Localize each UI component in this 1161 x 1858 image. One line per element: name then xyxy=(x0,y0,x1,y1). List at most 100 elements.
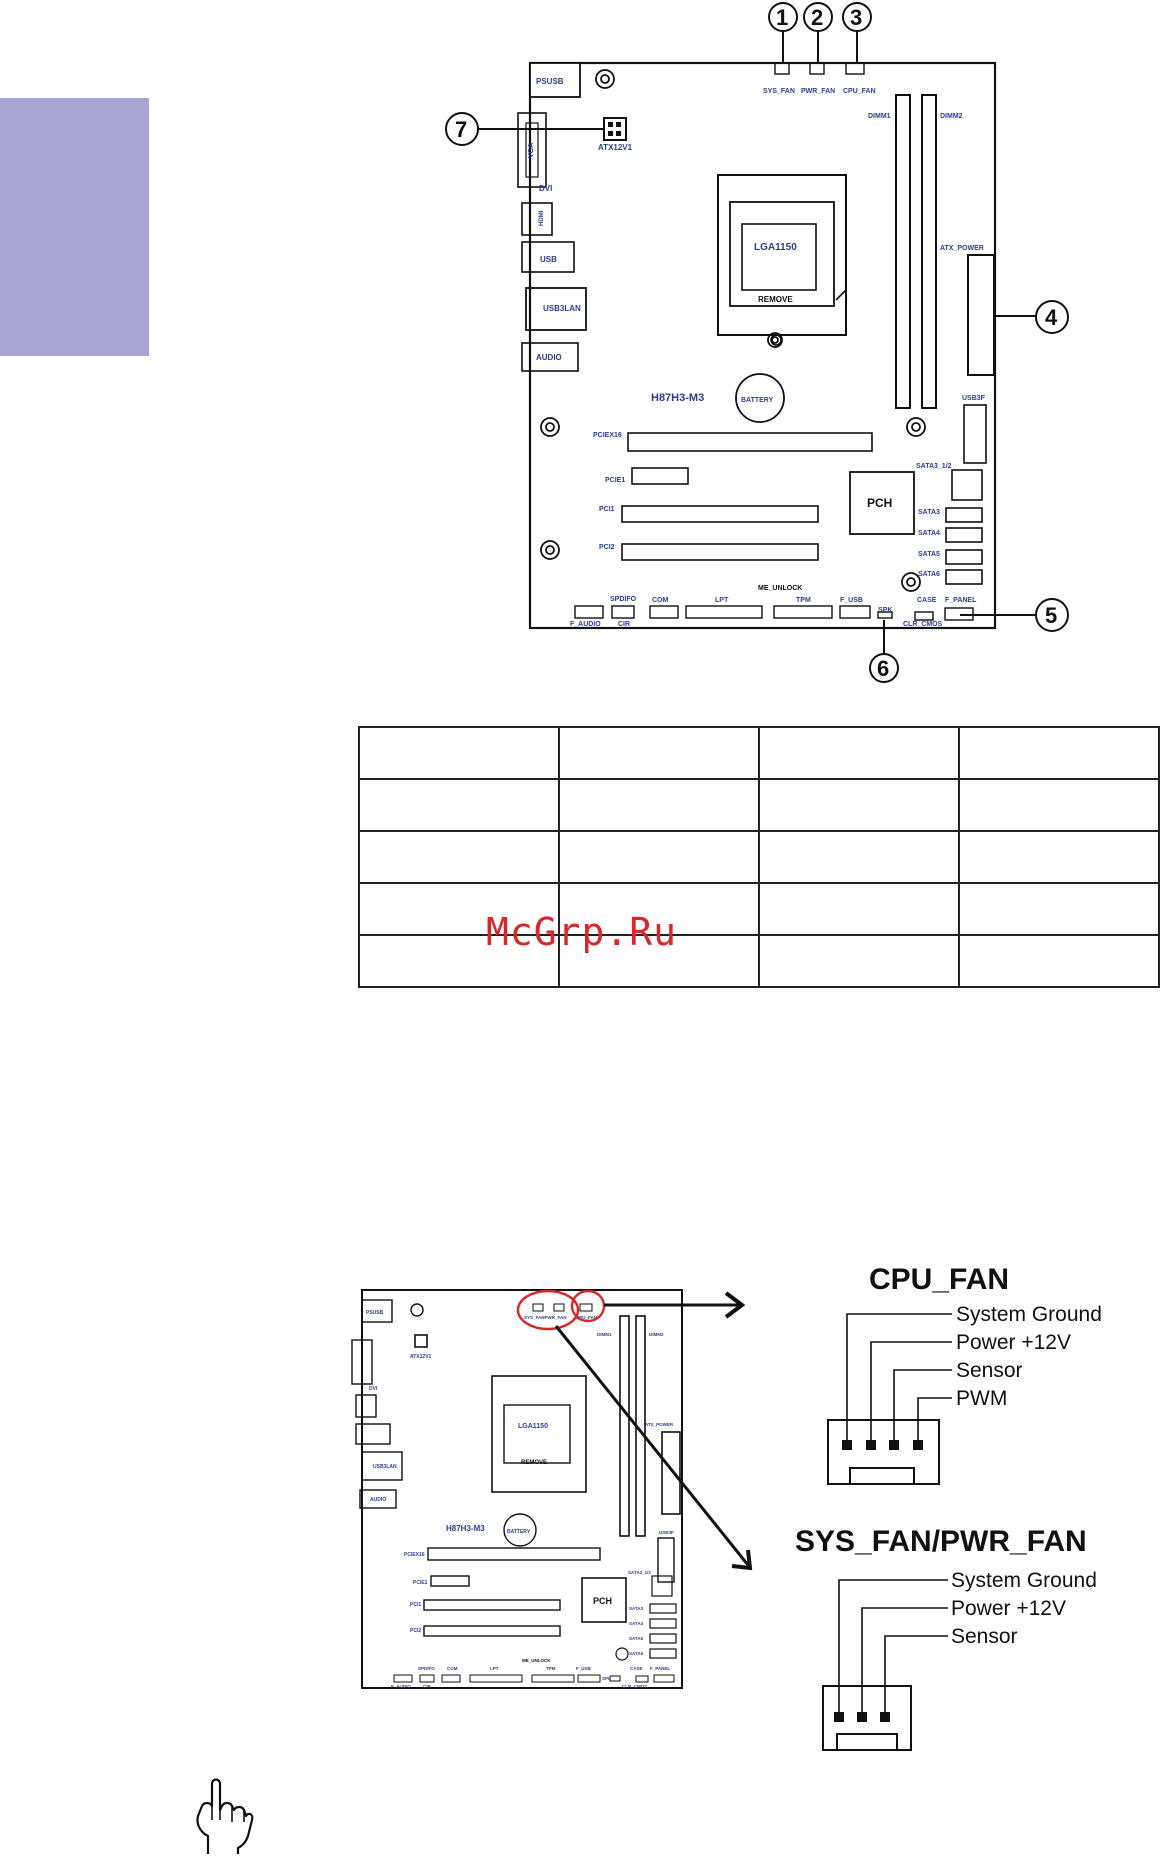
watermark-text: McGrp.Ru xyxy=(486,910,678,954)
bottom-atx12v1-label: ATX12V1 xyxy=(410,1354,432,1360)
bottom-tpm-label: TPM xyxy=(546,1666,556,1671)
bottom-board: PSUSB ATX12V1 DVI USB3LAN AUDIO SYS_FANP… xyxy=(351,1289,683,1689)
table-cell xyxy=(958,882,1160,936)
callout-5: 5 xyxy=(1045,603,1057,628)
table-cell xyxy=(558,726,760,780)
atx-power-label: ATX_POWER xyxy=(940,245,984,252)
f-panel-label: F_PANEL xyxy=(945,597,977,604)
sys-pwr-fan-highlight xyxy=(516,1289,580,1331)
table-cell xyxy=(358,934,560,988)
table-cell xyxy=(958,726,1160,780)
bottom-com-label: COM xyxy=(447,1666,458,1671)
bottom-lpt-label: LPT xyxy=(490,1666,499,1671)
table-cell xyxy=(558,830,760,884)
bottom-pci1-label: PCI1 xyxy=(410,1602,421,1608)
bottom-f-audio-label: F_AUDIO xyxy=(391,1684,411,1689)
atx12v1-label: ATX12V1 xyxy=(598,143,633,152)
sata3-12-label: SATA3_1/2 xyxy=(916,463,952,470)
bottom-usb3f-label: USB3F xyxy=(659,1530,674,1535)
table-cell xyxy=(758,830,960,884)
bottom-dvi-label: DVI xyxy=(369,1386,378,1392)
bottom-battery-label: BATTERY xyxy=(507,1529,531,1535)
bottom-sata3-label: SATA3 xyxy=(629,1606,644,1611)
bottom-audio-label: AUDIO xyxy=(370,1497,386,1503)
section-side-tab xyxy=(0,98,149,356)
cpu-fan-pin-2: Power +12V xyxy=(956,1331,1071,1354)
bottom-lga-label: LGA1150 xyxy=(518,1423,548,1430)
callout-6: 6 xyxy=(877,656,889,681)
audio-label: AUDIO xyxy=(536,353,562,362)
callout-2: 2 xyxy=(811,5,823,30)
table-cell xyxy=(758,726,960,780)
f-audio-label: F_AUDIO xyxy=(570,621,601,628)
pointing-hand-icon xyxy=(196,1778,254,1854)
cpu-fan-pin-4: PWM xyxy=(956,1387,1007,1410)
sata4-label: SATA4 xyxy=(918,530,940,537)
pci2-label: PCI2 xyxy=(599,544,615,551)
cpu-fan-title: CPU_FAN xyxy=(869,1263,1009,1296)
table-cell xyxy=(558,778,760,832)
psusb-label: PSUSB xyxy=(536,77,564,86)
bottom-spdifo-label: SPDIFO xyxy=(418,1666,435,1671)
table-cell xyxy=(358,882,560,936)
battery-label: BATTERY xyxy=(741,397,774,404)
table-cell xyxy=(358,726,560,780)
cpu-fan-pin-3: Sensor xyxy=(956,1359,1023,1382)
table-cell xyxy=(558,882,760,936)
bottom-cir-label: CIR xyxy=(423,1684,432,1689)
bottom-pciex16-label: PCIEX16 xyxy=(404,1552,425,1558)
table-cell xyxy=(758,934,960,988)
pwr-fan-label: PWR_FAN xyxy=(801,88,835,95)
dimm2-label: DIMM2 xyxy=(940,113,963,120)
table-cell xyxy=(958,830,1160,884)
sata3-label: SATA3 xyxy=(918,509,940,516)
bottom-f-usb-label: F_USB xyxy=(576,1666,592,1671)
bottom-pch-label: PCH xyxy=(593,1596,612,1606)
callout-4: 4 xyxy=(1045,305,1058,330)
bottom-usb3lan-label: USB3LAN xyxy=(373,1464,397,1470)
sys-fan-pin-1: System Ground xyxy=(951,1569,1097,1592)
table-cell xyxy=(358,778,560,832)
table-cell xyxy=(358,830,560,884)
bottom-atx-power-label: ATX_POWER xyxy=(645,1422,674,1427)
bottom-remove-label: REMOVE xyxy=(521,1460,547,1466)
cpu-fan-pinout: CPU_FAN System Ground Power +12V Sensor … xyxy=(827,1263,1102,1485)
pciex16-label: PCIEX16 xyxy=(593,432,622,439)
bottom-dimm1-label: DIMM1 xyxy=(597,1332,612,1337)
table-row xyxy=(358,726,1160,780)
bottom-clr-cmos-label: CLR_CMOS xyxy=(622,1684,647,1689)
sata6-label: SATA6 xyxy=(918,571,940,578)
pcie1-label: PCIE1 xyxy=(605,477,625,484)
cir-label: CIR xyxy=(618,621,630,628)
spdifo-label: SPDIFO xyxy=(610,596,637,603)
dimm1-label: DIMM1 xyxy=(868,113,891,120)
tpm-label: TPM xyxy=(796,597,811,604)
sys-fan-label: SYS_FAN xyxy=(763,88,795,95)
me-unlock-label: ME_UNLOCK xyxy=(758,585,802,592)
remove-label: REMOVE xyxy=(758,295,793,304)
table-row xyxy=(358,778,1160,832)
usb3lan-label: USB3LAN xyxy=(543,304,581,313)
bottom-spk-label: SPK xyxy=(602,1676,612,1681)
callout-7: 7 xyxy=(455,117,467,142)
table-row xyxy=(358,830,1160,884)
lga-label: LGA1150 xyxy=(754,242,797,253)
usb-label: USB xyxy=(540,255,557,264)
table-row xyxy=(358,882,1160,936)
sata5-label: SATA5 xyxy=(918,551,940,558)
clr-cmos-label: CLR_CMOS xyxy=(903,621,943,628)
fan-arrows xyxy=(554,1291,753,1571)
sys-fan-title: SYS_FAN/PWR_FAN xyxy=(795,1525,1087,1558)
sys-fan-pin-2: Power +12V xyxy=(951,1597,1066,1620)
bottom-me-unlock-label: ME_UNLOCK xyxy=(522,1658,551,1663)
blank-table xyxy=(358,726,1160,988)
bottom-model-label: H87H3-M3 xyxy=(446,1524,485,1533)
model-label: H87H3-M3 xyxy=(651,392,704,404)
bottom-sata4-label: SATA4 xyxy=(629,1621,644,1626)
table-row xyxy=(358,934,1160,988)
usb3f-label: USB3F xyxy=(962,395,986,402)
table-cell xyxy=(958,778,1160,832)
pch-label: PCH xyxy=(867,496,892,510)
case-label: CASE xyxy=(917,597,937,604)
